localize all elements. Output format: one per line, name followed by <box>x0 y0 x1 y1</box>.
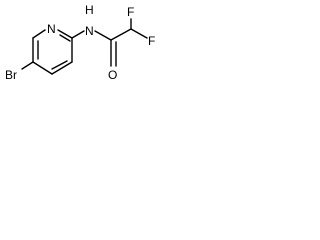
bond-c2-n1 <box>32 29 46 39</box>
bond-n1-c6-inner <box>59 34 71 42</box>
atom-label-carbonyl-oxygen: O <box>108 68 117 82</box>
atom-label-fluorine-right: F <box>148 34 155 48</box>
atom-label-bromine: Br <box>5 68 17 82</box>
bond-carbonyl-chf2 <box>110 28 132 41</box>
atom-label-fluorine-left: F <box>127 5 134 19</box>
bond-nh-carbonyl <box>94 30 112 41</box>
bond-c4-c3 <box>32 61 53 75</box>
molecule-structure-diagram: Br N H N O F F <box>5 3 155 82</box>
bond-c6-nh <box>71 30 85 39</box>
atom-label-ring-nitrogen: N <box>47 22 56 36</box>
bond-c5-c4 <box>51 61 73 75</box>
pyridine-ring <box>32 29 73 75</box>
bond-chf2-f-right <box>130 28 148 39</box>
bond-c2-br <box>21 61 34 70</box>
bond-n1-c6 <box>57 29 73 39</box>
atom-label-amide-hydrogen: H <box>85 3 94 17</box>
atom-label-amide-nitrogen: N <box>85 24 94 38</box>
bond-c5-c4-inner <box>51 60 68 70</box>
